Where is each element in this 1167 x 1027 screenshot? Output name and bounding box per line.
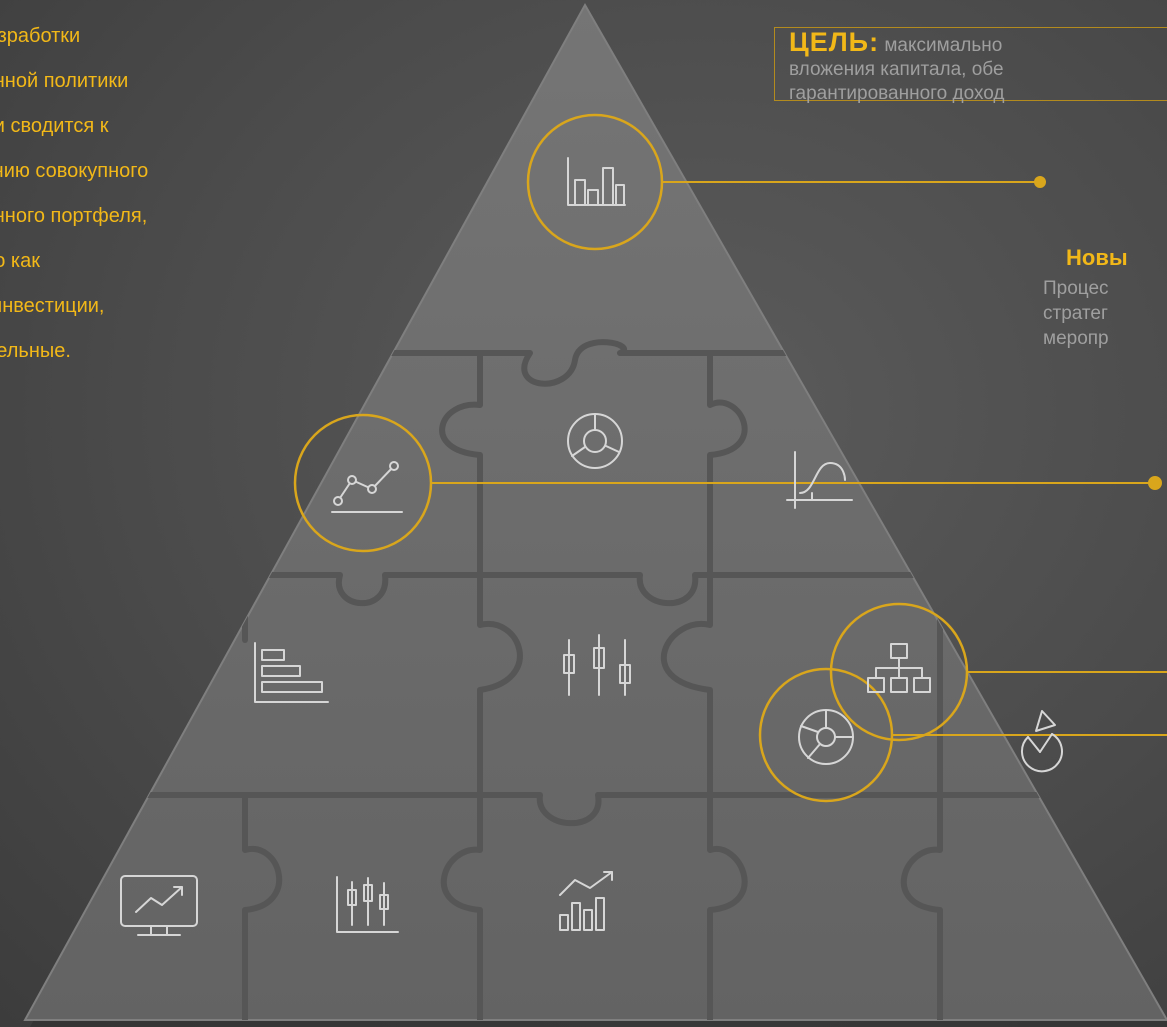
- new-section-heading: Новы: [1066, 245, 1128, 270]
- intro-line: щего как: [0, 250, 40, 272]
- candlestick-chart-icon: [563, 634, 631, 696]
- intro-line: ации сводится к: [0, 115, 109, 137]
- org-chart-icon: [867, 643, 931, 693]
- intro-line: ционной политики: [0, 70, 129, 92]
- goal-label: ЦЕЛЬ:: [789, 27, 880, 57]
- intro-line: с разработки: [0, 25, 81, 47]
- intro-line: ртфельные.: [0, 340, 71, 362]
- curve-chart-icon: [786, 451, 853, 509]
- goal-text: максимально: [884, 35, 1003, 56]
- new-section-line: меропр: [1043, 328, 1109, 349]
- new-section-body: Процес стратег меропр: [1043, 276, 1167, 351]
- bar-chart-icon: [567, 157, 626, 206]
- intro-paragraph: с разработки ционной политики ации своди…: [0, 14, 290, 374]
- pie-chart-icon: [798, 709, 854, 765]
- intro-line: ционного портфеля,: [0, 205, 148, 227]
- donut-chart-icon: [567, 413, 623, 469]
- highlight-circles: [293, 113, 969, 803]
- goal-text: гарантированного доход: [789, 83, 1005, 104]
- bar-trend-chart-icon: [559, 871, 613, 931]
- goal-text: вложения капитала, обе: [789, 59, 1004, 80]
- pyramid-shape: [23, 2, 1167, 1021]
- line-chart-icon: [331, 461, 403, 513]
- goal-box: ЦЕЛЬ: максимально вложения капитала, обе…: [774, 27, 1167, 104]
- pie-segment-icon: [1021, 710, 1063, 773]
- intro-line: ые инвестиции,: [0, 295, 105, 317]
- connector-lines: [432, 176, 1167, 736]
- intro-line: ованию совокупного: [0, 160, 149, 182]
- new-section-line: стратег: [1043, 303, 1108, 324]
- monitor-chart-icon: [120, 875, 198, 936]
- candlestick-chart-icon: [336, 876, 399, 933]
- gantt-chart-icon: [254, 642, 329, 703]
- new-section-line: Процес: [1043, 278, 1109, 299]
